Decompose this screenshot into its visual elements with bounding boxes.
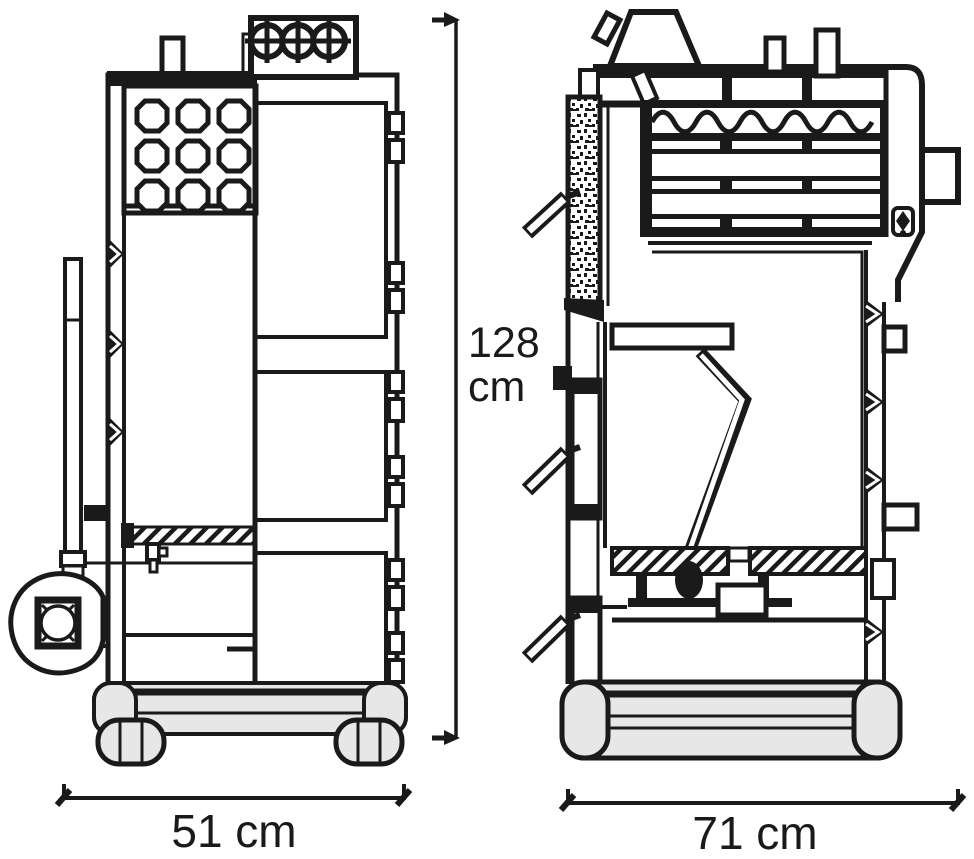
rib-octagon [216, 178, 252, 214]
arrowhead-icon [444, 730, 460, 745]
tick-icon [54, 788, 73, 807]
heat-exchanger [640, 100, 886, 237]
front-grate [126, 525, 256, 546]
middle-door [253, 370, 388, 522]
flue-transition [605, 9, 704, 69]
pipe-connection-box [241, 15, 359, 80]
side-depth-label: 71 cm [692, 807, 817, 859]
wheel [333, 717, 405, 767]
top-plate-bar [107, 71, 257, 86]
height-unit-label: cm [468, 363, 525, 411]
hinge [387, 288, 405, 314]
door-handle [521, 612, 582, 664]
hinge [387, 397, 405, 423]
grate [610, 546, 730, 576]
side-base [559, 679, 903, 761]
front-width-dimension: 51 cm [54, 784, 413, 857]
rear-step [870, 558, 896, 600]
rib-octagon [175, 138, 211, 174]
wheel [95, 717, 167, 767]
hinge [387, 585, 405, 611]
hinge [387, 631, 405, 655]
door-latch [553, 366, 572, 390]
hinge [387, 658, 405, 684]
grate-assembly [610, 546, 868, 618]
rib-octagon [175, 178, 211, 214]
tick-icon [558, 793, 577, 812]
rear-stub [881, 324, 908, 354]
door-handle [521, 189, 582, 239]
side-depth-dimension: 71 cm [558, 789, 967, 859]
hinge [387, 558, 405, 582]
flue-outlet [919, 147, 961, 205]
grate [748, 546, 868, 576]
grate-lever [682, 347, 752, 559]
tick-icon [948, 793, 967, 812]
turbulator-wave [649, 109, 875, 135]
arrowhead-icon [444, 12, 460, 27]
rear-casing [878, 64, 925, 302]
rib-octagon [134, 138, 170, 174]
fan-inlet-icon [39, 604, 77, 642]
rib-octagon [134, 178, 170, 214]
rear-wall [864, 250, 920, 684]
front-base [92, 681, 408, 767]
door-handle [521, 444, 582, 496]
hinge [387, 482, 405, 508]
side-view [521, 9, 961, 761]
hinge [387, 455, 405, 479]
flue-damper-tab [590, 9, 624, 48]
top-stub [813, 27, 841, 79]
chimney-stub [159, 35, 186, 78]
hinge [387, 261, 405, 285]
insulation-layer [565, 94, 603, 311]
tick-icon [394, 788, 413, 807]
baffle-plate [629, 67, 660, 107]
rib-octagon [134, 98, 170, 134]
ash-box [715, 582, 769, 618]
front-view [8, 15, 408, 767]
air-tube [609, 322, 735, 351]
rib-octagon [216, 98, 252, 134]
hinge [387, 138, 405, 164]
rib-octagon [175, 98, 211, 134]
hinge [387, 370, 405, 394]
height-dimension: 128 cm [432, 12, 540, 745]
upper-door [253, 101, 388, 339]
door-hinges [387, 111, 405, 684]
front-width-label: 51 cm [171, 805, 296, 857]
hinge [387, 111, 405, 135]
fan-blower [8, 571, 110, 676]
top-stub [763, 35, 787, 75]
grate-linkage-bracket [145, 542, 169, 574]
side-ash-door [569, 595, 603, 689]
height-value-label: 128 [468, 319, 540, 367]
rear-stub [881, 502, 920, 532]
sensor-pocket [891, 206, 915, 237]
lever-pivot [675, 561, 703, 599]
rib-octagon [216, 138, 252, 174]
rib-cover-panel [121, 83, 259, 216]
